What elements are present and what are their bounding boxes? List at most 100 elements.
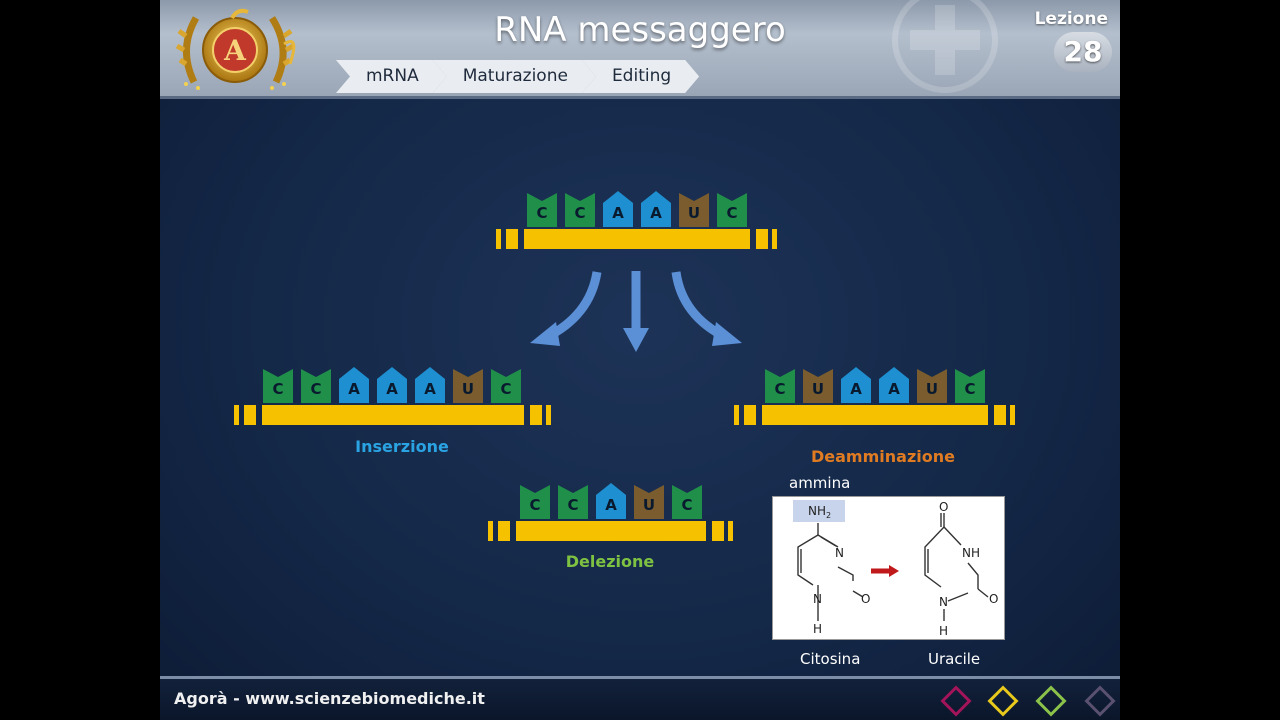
nucleotide-a	[596, 483, 626, 519]
uracil-h: H	[939, 624, 948, 638]
rna-backbone-fragment	[728, 521, 733, 541]
background-crest-icon	[892, 0, 998, 93]
rna-backbone-fragment	[496, 229, 501, 249]
breadcrumb-editing[interactable]: Editing	[582, 60, 699, 93]
rna-backbone	[262, 405, 524, 425]
nucleotide-a	[339, 367, 369, 403]
nav-diamond-1-icon[interactable]	[940, 685, 972, 717]
nucleotide-c	[955, 369, 985, 403]
slide-title: RNA messaggero	[494, 10, 786, 50]
rna-backbone-fragment	[530, 405, 542, 425]
amine-label: ammina	[789, 474, 851, 492]
nucleotide-label: A	[348, 380, 360, 398]
nucleotide-label: C	[500, 380, 511, 398]
nucleotide-label: A	[888, 380, 900, 398]
nucleotide-label: A	[850, 380, 862, 398]
uracil-n1: N	[939, 595, 948, 609]
rna-backbone-fragment	[1010, 405, 1015, 425]
cytosine-n1: N	[813, 592, 822, 606]
cytosine-n3: N	[835, 546, 844, 560]
nh2-text: NH2	[808, 504, 831, 520]
reaction-arrow-head-icon	[889, 565, 899, 577]
nucleotide-c	[717, 193, 747, 227]
nucleotide-c	[558, 485, 588, 519]
nucleotide-label: C	[567, 496, 578, 514]
nucleotide-label: C	[536, 204, 547, 222]
nucleotide-label: A	[612, 204, 624, 222]
nucleotide-label: C	[529, 496, 540, 514]
nucleotide-label: A	[605, 496, 617, 514]
nucleotide-c	[527, 193, 557, 227]
rna-backbone	[524, 229, 750, 249]
cytosine-ring	[797, 523, 864, 621]
rna-backbone-fragment	[712, 521, 724, 541]
slide: A RNA messaggero mRNA Maturazione Editin…	[160, 0, 1120, 720]
rna-backbone-fragment	[244, 405, 256, 425]
footer: Agorà - www.scienzebiomediche.it	[160, 676, 1120, 720]
nucleotide-c	[301, 369, 331, 403]
nucleotide-label: C	[574, 204, 585, 222]
nucleotide-a	[603, 191, 633, 227]
nucleotide-c	[765, 369, 795, 403]
cytosine-label: Citosina	[800, 650, 861, 668]
nucleotide-a	[377, 367, 407, 403]
rna-backbone-fragment	[498, 521, 510, 541]
nucleotide-label: C	[964, 380, 975, 398]
rna-backbone-fragment	[756, 229, 768, 249]
nucleotide-label: U	[926, 380, 938, 398]
rna-backbone-fragment	[546, 405, 551, 425]
nucleotide-label: A	[424, 380, 436, 398]
label-deamminazione: Deamminazione	[811, 447, 955, 466]
nucleotide-label: C	[310, 380, 321, 398]
arrow-down-head-icon	[623, 328, 649, 352]
nucleotide-u	[634, 485, 664, 519]
cytosine-to-uracil-structures: NH2 N N O H	[793, 500, 998, 638]
amine-highlight	[793, 500, 845, 522]
nucleotide-label: U	[643, 496, 655, 514]
label-delezione: Delezione	[565, 552, 655, 571]
lesson-label: Lezione	[1034, 9, 1108, 29]
breadcrumb-mrna[interactable]: mRNA	[336, 60, 447, 93]
breadcrumb: mRNA Maturazione Editing	[350, 60, 699, 93]
nucleotide-u	[453, 369, 483, 403]
nucleotide-c	[672, 485, 702, 519]
rna-backbone-fragment	[234, 405, 239, 425]
rna-backbone	[762, 405, 988, 425]
rna-backbone	[516, 521, 706, 541]
nucleotide-a	[415, 367, 445, 403]
nav-diamond-2-icon[interactable]	[987, 685, 1019, 717]
logo-letter: A	[223, 34, 247, 67]
nucleotide-label: U	[462, 380, 474, 398]
nucleotide-c	[491, 369, 521, 403]
rna-backbone-fragment	[506, 229, 518, 249]
nucleotide-u	[803, 369, 833, 403]
rna-backbone-fragment	[734, 405, 739, 425]
footer-site-link[interactable]: Agorà - www.scienzebiomediche.it	[174, 689, 485, 708]
rna-backbone-fragment	[488, 521, 493, 541]
nucleotide-label: U	[688, 204, 700, 222]
rna-backbone-fragment	[772, 229, 777, 249]
nucleotide-c	[565, 193, 595, 227]
nucleotide-a	[641, 191, 671, 227]
breadcrumb-maturazione[interactable]: Maturazione	[433, 60, 596, 93]
cytosine-h: H	[813, 622, 822, 636]
nav-diamond-4-icon[interactable]	[1084, 685, 1116, 717]
rna-backbone-fragment	[744, 405, 756, 425]
uracil-o4: O	[939, 500, 948, 514]
uracil-n3h: NH	[962, 546, 980, 560]
uracil-o2: O	[989, 592, 998, 606]
nucleotide-label: C	[726, 204, 737, 222]
nucleotide-label: A	[650, 204, 662, 222]
nucleotide-c	[263, 369, 293, 403]
nav-diamond-3-icon[interactable]	[1035, 685, 1067, 717]
nucleotide-u	[679, 193, 709, 227]
lesson-number-badge: 28	[1054, 32, 1112, 72]
arrow-right-head-icon	[712, 322, 742, 346]
nucleotide-c	[520, 485, 550, 519]
nucleotide-label: C	[272, 380, 283, 398]
